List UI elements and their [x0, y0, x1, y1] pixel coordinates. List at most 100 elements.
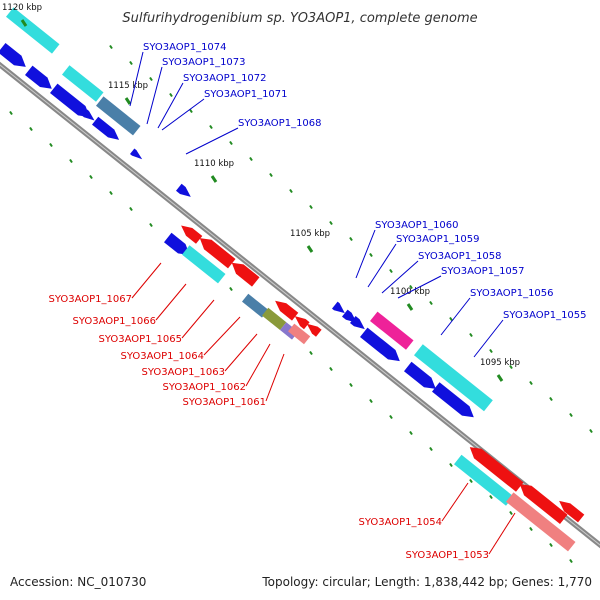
gene-feature — [294, 316, 310, 330]
gene-feature — [454, 454, 514, 506]
gene-feature — [350, 316, 365, 330]
gene-feature — [275, 300, 299, 321]
minor-tick-dot — [269, 172, 273, 178]
gene-feature — [370, 311, 414, 350]
gene-label-forward: SYO3AOP1_1059 — [396, 234, 480, 245]
leader-line — [185, 127, 239, 155]
minor-tick-dot — [409, 430, 413, 436]
gene-label-reverse: SYO3AOP1_1063 — [141, 367, 225, 378]
gene-label-reverse: SYO3AOP1_1061 — [182, 397, 266, 408]
minor-tick-dot — [249, 156, 253, 162]
minor-tick-dot — [289, 188, 293, 194]
gene-feature — [50, 83, 90, 118]
gene-feature — [25, 65, 52, 89]
gene-label-forward: SYO3AOP1_1055 — [503, 310, 587, 321]
gene-feature — [199, 238, 236, 269]
leader-line — [355, 229, 376, 279]
tick-label: 1115 kbp — [108, 81, 148, 91]
gene-feature — [231, 262, 260, 287]
minor-tick-dot — [29, 126, 33, 132]
minor-tick-dot — [489, 348, 493, 354]
leader-line — [441, 482, 469, 522]
gene-label-reverse: SYO3AOP1_1067 — [48, 294, 132, 305]
minor-tick-dot — [509, 364, 513, 370]
leader-line — [245, 343, 271, 387]
leader-line — [161, 98, 205, 131]
leader-line — [473, 319, 504, 358]
gene-feature — [288, 323, 311, 345]
minor-tick-dot — [469, 332, 473, 338]
gene-feature — [559, 500, 585, 523]
gene-feature — [6, 7, 60, 54]
minor-tick-dot — [429, 300, 433, 306]
gene-label-reverse: SYO3AOP1_1064 — [120, 351, 204, 362]
gene-feature — [306, 323, 322, 337]
minor-tick-dot — [309, 204, 313, 210]
minor-tick-dot — [549, 542, 553, 548]
tick-label: 1110 kbp — [194, 159, 234, 169]
minor-tick-dot — [469, 478, 473, 484]
minor-tick-dot — [489, 494, 493, 500]
minor-tick-dot — [229, 286, 233, 292]
gene-feature — [182, 245, 226, 284]
minor-tick-dot — [529, 526, 533, 532]
gene-feature — [332, 301, 345, 314]
leader-line — [146, 66, 163, 125]
minor-tick-dot — [149, 76, 153, 82]
gene-label-forward: SYO3AOP1_1068 — [238, 118, 322, 129]
leader-line — [265, 353, 285, 402]
minor-tick-dot — [349, 236, 353, 242]
accession-text: Accession: NC_010730 — [10, 575, 146, 589]
leader-line — [397, 275, 442, 299]
gene-feature — [181, 225, 203, 244]
gene-feature — [96, 96, 141, 136]
gene-label-reverse: SYO3AOP1_1053 — [405, 550, 489, 561]
leader-line — [129, 51, 144, 107]
tick-label: 1095 kbp — [480, 358, 520, 368]
minor-tick-dot — [369, 398, 373, 404]
minor-tick-dot — [89, 174, 93, 180]
gene-feature — [62, 65, 104, 102]
gene-label-reverse: SYO3AOP1_1054 — [358, 517, 442, 528]
leader-line — [131, 262, 162, 299]
minor-tick-dot — [549, 396, 553, 402]
minor-tick-dot — [329, 220, 333, 226]
gene-label-reverse: SYO3AOP1_1065 — [98, 334, 182, 345]
leader-line — [155, 283, 187, 321]
major-tick-mark — [124, 97, 132, 105]
gene-label-forward: SYO3AOP1_1058 — [418, 251, 502, 262]
gene-label-forward: SYO3AOP1_1073 — [162, 57, 246, 68]
gene-feature — [176, 183, 191, 197]
gene-feature — [262, 307, 287, 330]
minor-tick-dot — [529, 380, 533, 386]
gene-feature — [0, 43, 26, 67]
leader-line — [488, 512, 516, 555]
minor-tick-dot — [309, 350, 313, 356]
map-title: Sulfurihydrogenibium sp. YO3AOP1, comple… — [122, 11, 477, 26]
leader-line — [203, 316, 241, 356]
leader-line — [157, 82, 184, 129]
gene-label-forward: SYO3AOP1_1056 — [470, 288, 554, 299]
minor-tick-dot — [569, 412, 573, 418]
leader-line — [367, 243, 397, 288]
minor-tick-dot — [329, 366, 333, 372]
label-leaders — [129, 51, 516, 555]
minor-tick-dot — [169, 92, 173, 98]
gene-label-reverse: SYO3AOP1_1062 — [162, 382, 246, 393]
major-tick-mark — [496, 374, 504, 382]
minor-tick-dot — [389, 414, 393, 420]
major-tick-mark — [210, 175, 218, 183]
gene-feature — [242, 293, 269, 318]
minor-tick-dot — [149, 222, 153, 228]
gene-feature — [82, 109, 95, 121]
minor-tick-dot — [109, 190, 113, 196]
minor-tick-dot — [49, 142, 53, 148]
minor-tick-dot — [189, 108, 193, 114]
leader-line — [181, 299, 215, 339]
tick-label: 1120 kbp — [2, 3, 42, 13]
minor-tick-dot — [449, 316, 453, 322]
leader-line — [381, 260, 419, 294]
gene-label-forward: SYO3AOP1_1072 — [183, 73, 267, 84]
